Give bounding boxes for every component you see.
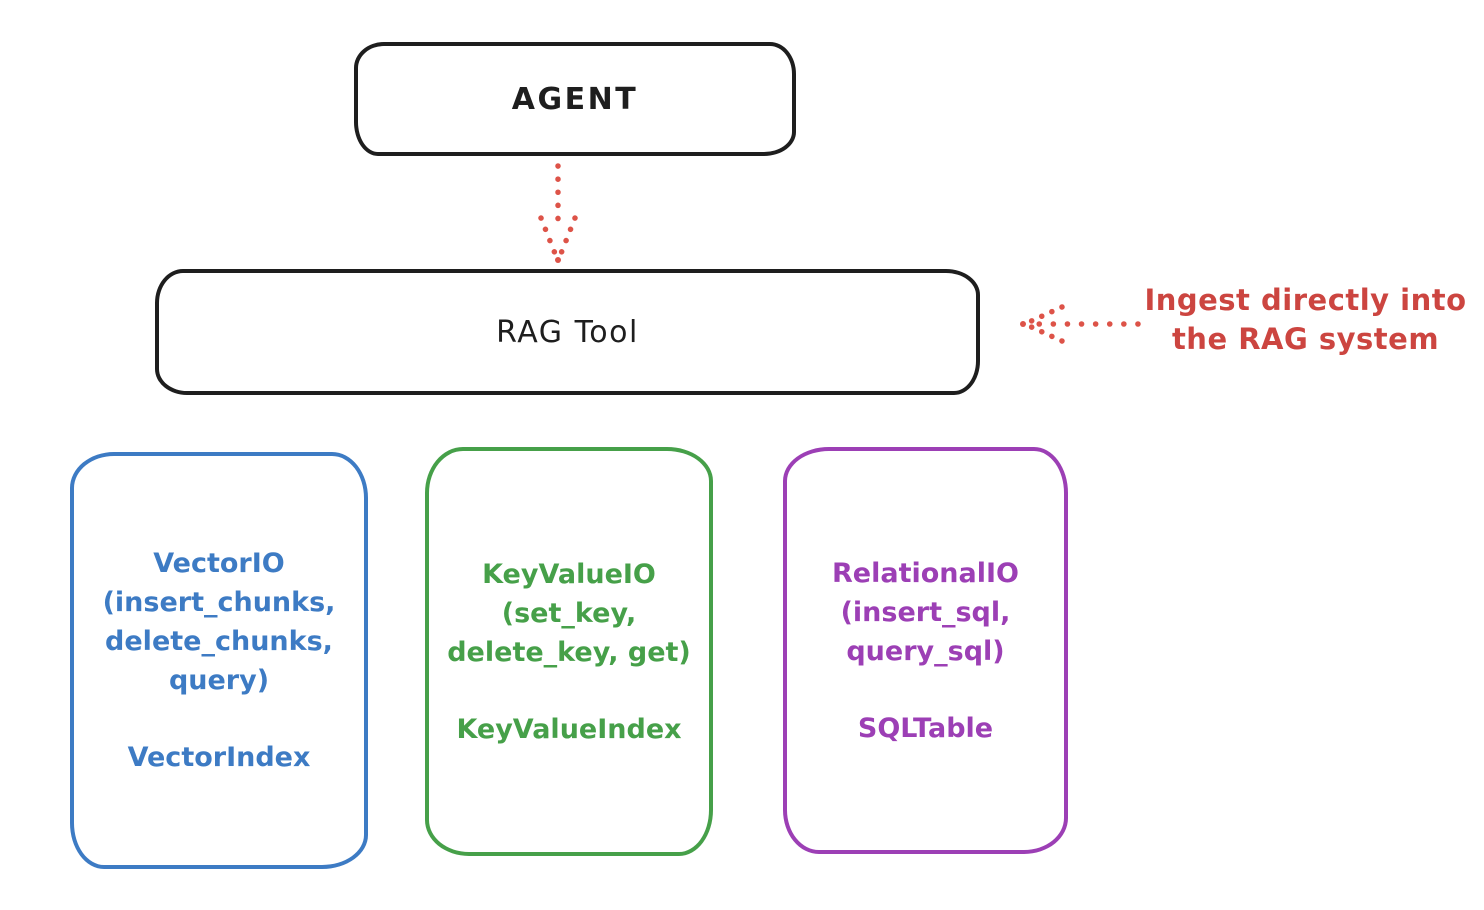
key-value-io-line: delete_key, get) bbox=[447, 636, 691, 668]
agent-to-ragtool-dotted-arrow bbox=[538, 163, 578, 263]
key-value-io-line: (set_key, bbox=[501, 597, 637, 629]
agent-node-label: AGENT bbox=[511, 81, 639, 117]
relational-io-title: RelationalIO (insert_sql, query_sql) bbox=[832, 554, 1019, 671]
key-value-index-label: KeyValueIndex bbox=[456, 713, 682, 745]
relational-io-line: (insert_sql, bbox=[840, 596, 1011, 628]
vector-io-line: (insert_chunks, bbox=[102, 587, 336, 618]
rag-tool-node: RAG Tool bbox=[155, 269, 980, 395]
relational-io-line: RelationalIO bbox=[832, 557, 1019, 589]
agent-node: AGENT bbox=[354, 42, 796, 156]
arrow-tip-dot bbox=[555, 257, 561, 263]
relational-io-node: RelationalIO (insert_sql, query_sql) SQL… bbox=[783, 447, 1068, 854]
ingest-annotation-line1: Ingest directly into bbox=[1144, 283, 1467, 317]
annotation-to-ragtool-dotted-arrow bbox=[1020, 304, 1141, 344]
ingest-annotation-line2: the RAG system bbox=[1171, 322, 1440, 356]
arrow-tip-dot bbox=[1020, 321, 1026, 327]
arrowhead-right bbox=[557, 215, 578, 259]
relational-io-line: query_sql) bbox=[846, 635, 1005, 667]
arrowhead-bottom bbox=[1024, 322, 1065, 344]
vector-io-line: VectorIO bbox=[153, 548, 285, 579]
key-value-io-title: KeyValueIO (set_key, delete_key, get) bbox=[447, 555, 691, 672]
ingest-annotation: Ingest directly into the RAG system bbox=[1138, 281, 1473, 359]
arrowhead-top bbox=[1024, 304, 1065, 326]
vector-io-title: VectorIO (insert_chunks, delete_chunks, … bbox=[103, 544, 336, 700]
rag-tool-node-label: RAG Tool bbox=[496, 314, 639, 350]
vector-io-line: delete_chunks, bbox=[105, 626, 333, 657]
key-value-io-line: KeyValueIO bbox=[482, 558, 656, 590]
vector-io-line: query) bbox=[168, 665, 270, 696]
vector-io-node: VectorIO (insert_chunks, delete_chunks, … bbox=[70, 452, 368, 869]
arrowhead-left bbox=[538, 215, 559, 259]
vector-index-label: VectorIndex bbox=[127, 742, 311, 773]
sql-table-label: SQLTable bbox=[857, 712, 994, 744]
key-value-io-node: KeyValueIO (set_key, delete_key, get) Ke… bbox=[425, 447, 713, 856]
